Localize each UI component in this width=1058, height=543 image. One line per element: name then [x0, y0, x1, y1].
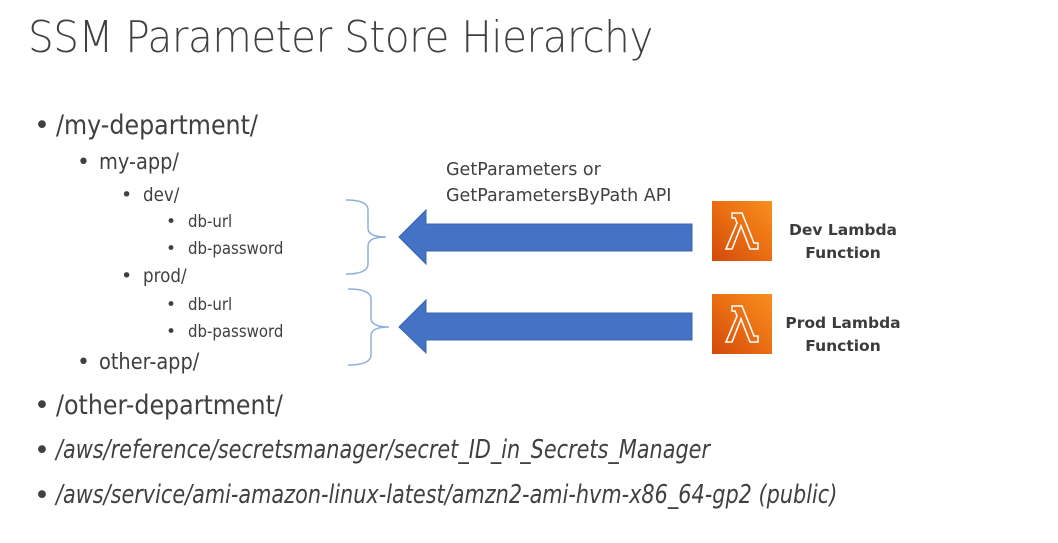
item-text: db-url [188, 295, 233, 315]
item-text: /other-department/ [56, 390, 283, 421]
bullet: • [166, 239, 177, 259]
dev-lambda-label-line2: Function [805, 244, 881, 262]
prod-lambda-label-line2: Function [805, 337, 881, 355]
dev-lambda-icon-box [712, 201, 772, 261]
prod-arrow [398, 298, 693, 355]
bullet: • [166, 295, 177, 315]
api-label-line2: GetParametersByPath API [446, 186, 672, 206]
lambda-icon [724, 212, 759, 250]
item-text: db-url [188, 212, 233, 232]
prod-lambda-icon-box [712, 294, 772, 354]
item-text: db-password [188, 322, 284, 342]
bullet: • [34, 480, 50, 511]
item-text: my-app/ [99, 150, 179, 175]
item-text: db-password [188, 239, 284, 259]
prod-lambda-label: Prod Lambda Function [776, 312, 910, 358]
bullet: • [34, 390, 50, 421]
item-text: prod/ [143, 265, 187, 287]
bullet: • [121, 184, 133, 206]
bullet: • [77, 350, 90, 375]
item-text: dev/ [143, 184, 180, 206]
item-text: /aws/service/ami-amazon-linux-latest/amz… [56, 480, 838, 510]
dev-lambda-label-line1: Dev Lambda [788, 221, 897, 239]
item-text: /my-department/ [56, 110, 258, 141]
bullet: • [166, 212, 177, 232]
bullet: • [77, 150, 90, 175]
bullet: • [34, 435, 50, 466]
dev-lambda-label: Dev Lambda Function [780, 219, 906, 265]
slide-title: SSM Parameter Store Hierarchy [28, 12, 653, 63]
prod-lambda-label-line1: Prod Lambda [785, 314, 901, 332]
api-label-line1: GetParameters or [446, 160, 601, 180]
item-text: other-app/ [99, 350, 200, 375]
item-text: /aws/reference/secretsmanager/secret_ID_… [56, 435, 710, 465]
bullet: • [34, 110, 50, 141]
dev-brace [345, 199, 387, 275]
dev-arrow [398, 208, 693, 266]
api-label: GetParameters or GetParametersByPath API [446, 157, 671, 209]
lambda-icon [724, 305, 759, 343]
bullet: • [121, 265, 133, 287]
prod-brace [347, 288, 390, 366]
bullet: • [166, 322, 177, 342]
